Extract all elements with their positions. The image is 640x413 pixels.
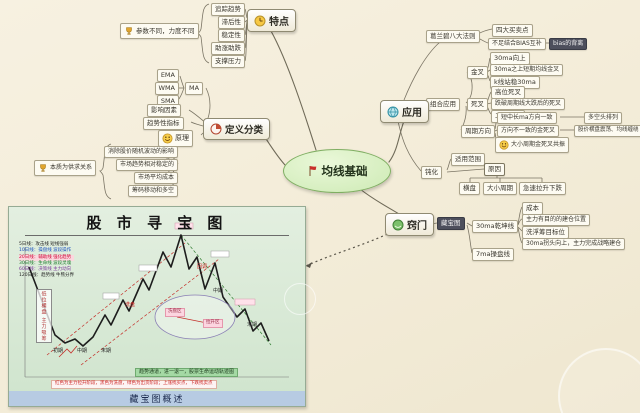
combo-node: 组合应用: [426, 98, 460, 111]
trend-channel-note: 趋势通道，进一退一，股票生命运动轨迹图: [135, 368, 239, 377]
indicator-node: 趋势性指标: [143, 117, 184, 130]
principle-item: 市场平均成本: [133, 172, 178, 184]
price-path-chart: [24, 222, 289, 378]
title-underline: [25, 235, 289, 236]
branch-application: 应用: [380, 100, 429, 123]
flag-icon: [309, 166, 316, 176]
blunting-cause: 大小周期: [483, 182, 517, 195]
trophy-icon: [126, 27, 132, 35]
stage-label: 中期: [213, 288, 224, 294]
branch-tips: 窍门: [385, 213, 434, 236]
qiankun-item: 成本: [522, 202, 543, 215]
ma-type: EMA: [156, 69, 179, 82]
blunting-scope: 适用范围: [451, 153, 485, 166]
ellipse-label: 洗盘区: [165, 308, 185, 317]
branch-definition-label: 定义分类: [225, 125, 264, 136]
qiankun-item: 洗浮筹目标位: [522, 226, 569, 239]
ma-legend: 5日线：攻击线 短线强弱 10日线：操盘线 波段操作 20日线：辅助线 强化趋势…: [19, 242, 75, 280]
trophy-icon: [40, 164, 46, 172]
golden-cross-item: 30ma之上短期均线金叉: [490, 64, 564, 76]
granville-node: 葛兰碧八大法则: [426, 30, 480, 43]
legend-row: 120日线：趋势线 牛熊分界: [19, 273, 75, 279]
death-cross-node: 死叉: [467, 98, 488, 111]
central-topic: 均线基础: [283, 149, 391, 193]
treasure-map-caption: 藏宝图概述: [9, 391, 305, 406]
ma-type: WMA: [154, 82, 179, 95]
golden-cross-item: 30ma向上: [490, 52, 530, 65]
principle-note: 本质为供求关系: [34, 160, 97, 176]
legend-row: 20日线：辅助线 强化趋势: [19, 254, 75, 261]
qiankun-item: 30ma拐头向上，主力完成战略建仓: [522, 238, 626, 250]
legend-row: 5日线：攻击线 短线强弱: [19, 242, 69, 247]
factors-node: 影响因素: [147, 104, 181, 117]
granville-points: 四大买卖点: [492, 24, 533, 37]
stage-label: 末期: [101, 348, 112, 354]
ellipse-label: 拉升区: [203, 319, 223, 328]
feature-item: 支撑压力: [211, 55, 245, 68]
branch-features-label: 特点: [269, 17, 289, 28]
treasure-map-node: 藏宝图: [437, 217, 465, 230]
legend-row: 10日线：操盘线 波段操作: [19, 248, 72, 254]
principle-item: 市场趋势相对稳定的: [115, 159, 178, 171]
cycle-resonance: 大小周期金死叉共振: [495, 137, 570, 153]
feature-item: 稳定性: [217, 29, 245, 42]
branch-features: 特点: [247, 9, 296, 32]
bias-divergence-node: bias的背离: [549, 38, 588, 50]
principle-item: 消除股价随机波动的影响: [103, 146, 178, 158]
red-annotation: 回调: [197, 264, 208, 270]
legend-row: 30日线：生命线 波段灵魂: [19, 260, 72, 266]
red-annotation: 洗盘: [125, 302, 136, 308]
pie-icon: [210, 123, 222, 135]
legend-row: 60日线：决策线 主力动向: [19, 267, 72, 273]
cycle-node: 周期方向: [461, 125, 495, 138]
feature-item: 追踪趋势: [211, 3, 245, 16]
cycle-row1: 短中长ma方向一致: [497, 112, 557, 124]
cycle-row2: 方向不一致的金死叉: [497, 125, 560, 137]
feature-item: 滞后性: [217, 16, 245, 29]
cycle-row1-result: 多空头排列: [584, 112, 623, 124]
central-topic-label: 均线基础: [321, 164, 368, 178]
vertical-note: 低位横盘 主力吸筹: [36, 289, 52, 343]
treasure-map-title: 股 市 寻 宝 图: [86, 214, 228, 232]
branch-tips-label: 窍门: [407, 221, 427, 232]
stage-label: 初期: [53, 348, 64, 354]
qiankun-node: 30ma乾坤线: [472, 220, 519, 233]
cycle-row2-result: 股价横盘震荡、均线缠绕: [574, 125, 640, 137]
smiley-icon: [499, 140, 509, 150]
ma-node: MA: [185, 82, 204, 95]
death-cross-item: 高位死叉: [491, 86, 525, 99]
blunting-reason: 原因: [484, 163, 505, 176]
blunting-cause: 横盘: [459, 182, 480, 195]
features-note: 参数不同，力度不同: [120, 23, 199, 39]
granville-bias: 不足结合BIAS互补: [488, 38, 546, 50]
branch-definition: 定义分类: [203, 118, 271, 140]
treasure-map-image: 股 市 寻 宝 图 5日线：攻击线 短线强弱 10日线：操盘线 波段操作 20日…: [8, 206, 306, 407]
caopan-node: 7ma操盘线: [472, 248, 514, 261]
principle-node: 原理: [158, 130, 193, 147]
green-ball-icon: [392, 219, 404, 230]
stage-label: 末期: [247, 322, 258, 328]
clock-icon: [254, 15, 266, 26]
death-cross-item: 跌破周期线大跌后的死叉: [491, 98, 566, 110]
feature-item: 助涨助跌: [211, 42, 245, 55]
legend-summary-note: 红色为主力拉升阶段，黑色为洗盘，绿色为出货阶段；上涨找买点，下跌找卖点: [51, 380, 217, 389]
blunting-cause: 急速拉升下跌: [519, 182, 566, 195]
qiankun-item: 主力有目的的建仓位置: [522, 214, 591, 226]
principle-item: 筹码移动和多空: [127, 185, 178, 197]
stage-label: 中期: [77, 348, 88, 354]
branch-application-label: 应用: [402, 108, 422, 119]
globe-icon: [387, 106, 399, 117]
smiley-icon: [162, 133, 173, 144]
blunting-node: 钝化: [421, 166, 442, 179]
golden-cross-node: 金叉: [467, 66, 488, 79]
